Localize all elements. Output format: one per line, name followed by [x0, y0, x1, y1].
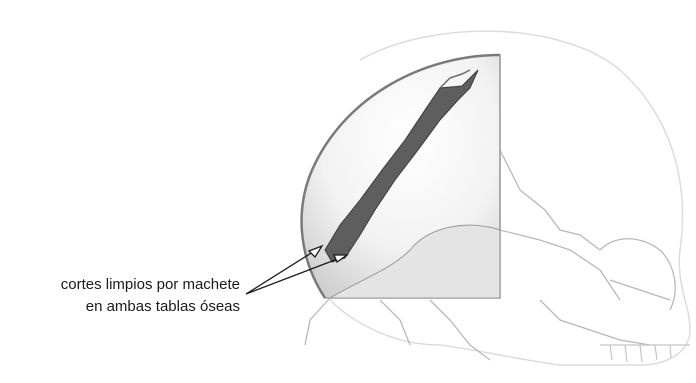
teeth [600, 345, 690, 362]
annotation-line-1: cortes limpios por machete [61, 274, 240, 296]
annotation-line-2: en ambas tablas óseas [61, 296, 240, 318]
cut-annotation: cortes limpios por machete en ambas tabl… [61, 274, 240, 318]
